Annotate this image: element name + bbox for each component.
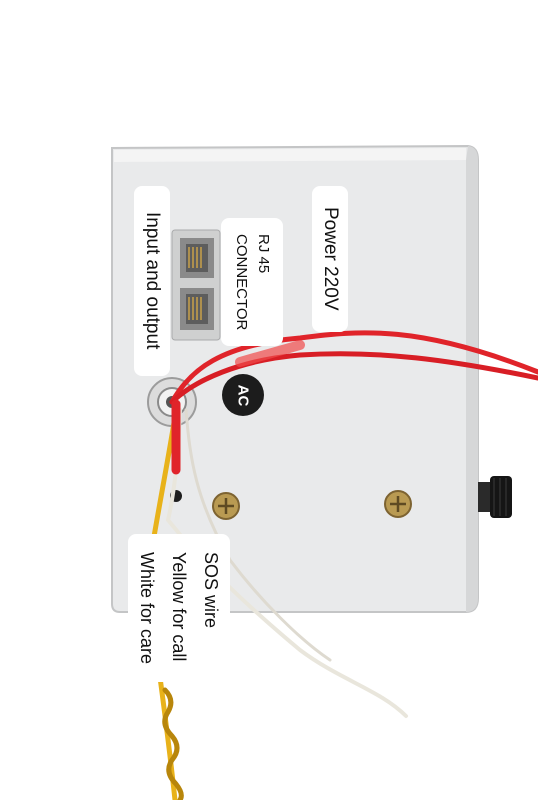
rj45-label-line1: RJ 45 xyxy=(255,233,272,273)
rj45-label: RJ 45 CONNECTOR xyxy=(221,218,283,346)
screw-icon xyxy=(212,492,240,520)
sos-label-line3: White for care xyxy=(137,551,157,665)
ac-badge: AC xyxy=(222,374,264,416)
power-label-text: Power 220V xyxy=(320,207,341,311)
ac-badge-text: AC xyxy=(234,384,252,406)
rj45-port-icon xyxy=(171,229,221,341)
sos-label-line1: SOS wire xyxy=(201,551,221,628)
sos-label-line2: Yellow for call xyxy=(169,551,189,662)
sos-label-lines: SOS wire Yellow for call White for care xyxy=(131,552,227,664)
power-label: Power 220V xyxy=(312,186,348,332)
screw-icon xyxy=(384,490,412,518)
io-label: Input and output xyxy=(134,186,170,376)
knob-icon xyxy=(478,476,512,518)
power-wires xyxy=(169,330,538,405)
rj45-label-line2: CONNECTOR xyxy=(233,233,250,331)
io-label-text: Input and output xyxy=(142,212,163,350)
sos-label: SOS wire Yellow for call White for care xyxy=(128,534,230,682)
rj45-label-lines: RJ 45 CONNECTOR xyxy=(230,234,274,330)
